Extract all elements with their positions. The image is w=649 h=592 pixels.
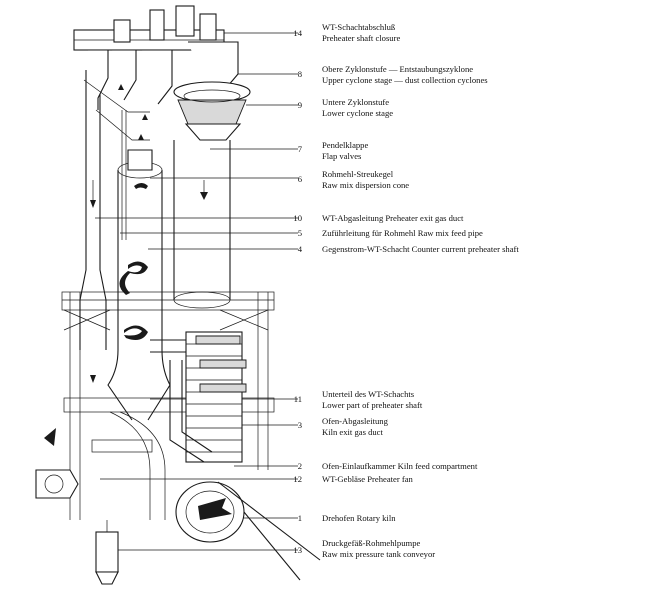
cyclone-stages	[73, 5, 251, 189]
callout-label-en: Kiln exit gas duct	[322, 427, 383, 437]
callout-label-en: Raw mix dispersion cone	[322, 180, 410, 190]
callout-number: 10	[293, 213, 302, 223]
callout-label: Zuführleitung für Rohmehl Raw mix feed p…	[322, 228, 483, 238]
counter-current-shaft	[107, 161, 171, 421]
callout-number: 4	[297, 244, 302, 254]
callout-number: 9	[297, 100, 302, 110]
callout-label-en: Preheater shaft closure	[322, 33, 401, 43]
callout-label-de: Obere Zyklonstufe — Entstaubungszyklone	[322, 64, 474, 74]
callout-number: 14	[293, 28, 302, 38]
callout-label: Gegenstrom-WT-Schacht Counter current pr…	[322, 244, 519, 254]
exit-gas-duct	[79, 70, 107, 383]
callout-label-de: Pendelklappe	[322, 140, 369, 150]
callout-label: WT-Gebläse Preheater fan	[322, 474, 413, 484]
callout-number: 7	[297, 144, 302, 154]
callout-number: 13	[293, 545, 302, 555]
callout-label-en: Lower part of preheater shaft	[322, 400, 423, 410]
callout-label-en: Upper cyclone stage — dust collection cy…	[322, 75, 488, 85]
callout-number: 5	[297, 228, 302, 238]
callout-label-en: Lower cyclone stage	[322, 108, 394, 118]
steel-structure	[61, 291, 275, 520]
callout-label: WT-Abgasleitung Preheater exit gas duct	[322, 213, 464, 223]
callout-label-de: Ofen-Abgasleitung	[322, 416, 388, 426]
callout-number: 3	[297, 420, 302, 430]
pressure-tank	[95, 520, 119, 585]
callout-label-en: Flap valves	[322, 151, 362, 161]
callout-number: 2	[297, 461, 302, 471]
callout-label-de: WT-Schachtabschluß	[322, 22, 396, 32]
callout-label-de: Rohmehl-Streukegel	[322, 169, 394, 179]
callout-label-de: Untere Zyklonstufe	[322, 97, 390, 107]
callout-number: 8	[297, 69, 302, 79]
callout-label-en: Raw mix pressure tank conveyor	[322, 549, 436, 559]
callout-number: 12	[293, 474, 302, 484]
callout-number: 11	[293, 394, 302, 404]
callout-label-de: Unterteil des WT-Schachts	[322, 389, 415, 399]
rotary-kiln	[175, 481, 321, 581]
callout-label: Drehofen Rotary kiln	[322, 513, 396, 523]
callout-label-de: Druckgefäß-Rohmehlpumpe	[322, 538, 421, 548]
lower-cyclone-column	[173, 140, 231, 309]
callout-label: Ofen-Einlaufkammer Kiln feed compartment	[322, 461, 478, 471]
kiln-inlet-stack	[150, 331, 247, 463]
callout-number: 6	[297, 174, 302, 184]
preheater-fan	[35, 428, 79, 499]
callout-number: 1	[297, 513, 302, 523]
